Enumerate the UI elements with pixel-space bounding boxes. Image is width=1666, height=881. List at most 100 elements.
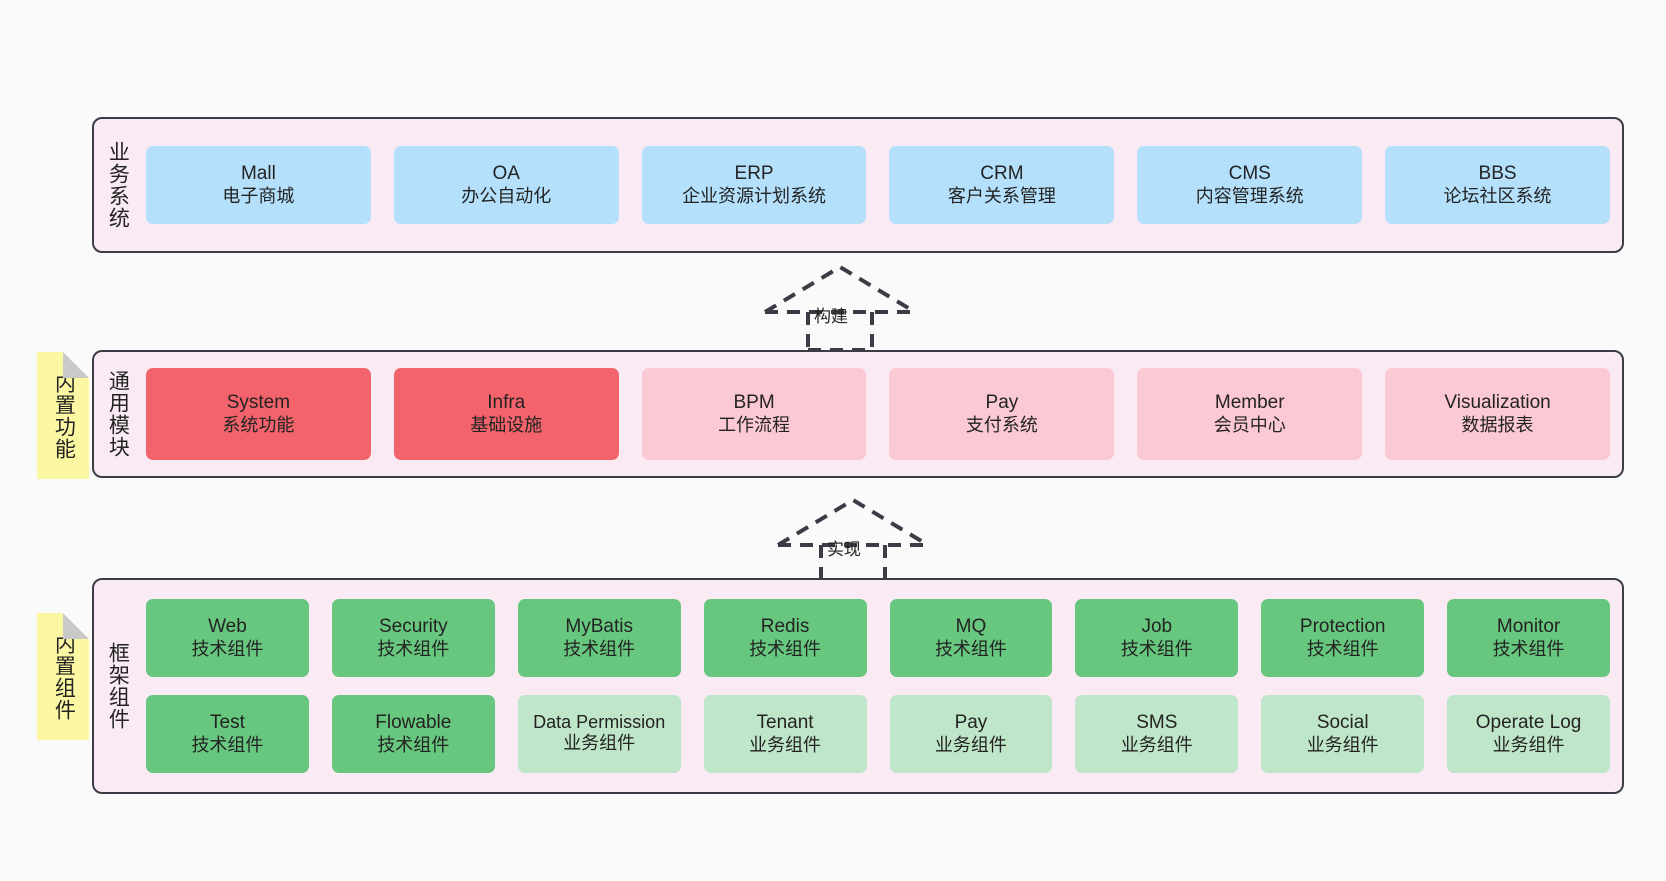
- node-mybatis-en: MyBatis: [565, 616, 633, 638]
- node-sms-cn: 业务组件: [1120, 734, 1193, 755]
- node-mall[interactable]: Mall 电子商城: [146, 146, 371, 224]
- node-erp[interactable]: ERP 企业资源计划系统: [641, 146, 867, 224]
- node-crm-en: CRM: [980, 163, 1024, 185]
- node-flowable-en: Flowable: [375, 712, 452, 734]
- node-monitor[interactable]: Monitor 技术组件: [1447, 599, 1610, 677]
- note-builtin-components: 内置组件: [37, 613, 89, 740]
- node-bpm[interactable]: BPM 工作流程: [641, 368, 867, 460]
- node-mq[interactable]: MQ 技术组件: [889, 599, 1053, 677]
- node-crm[interactable]: CRM 客户关系管理: [889, 146, 1115, 224]
- layer-module-title: 通用模块: [106, 370, 130, 458]
- node-infra-en: Infra: [487, 392, 526, 414]
- node-web-en: Web: [208, 616, 247, 638]
- node-sms-en: SMS: [1136, 712, 1178, 734]
- node-redis-en: Redis: [760, 616, 810, 638]
- node-oa-cn: 办公自动化: [461, 185, 552, 206]
- node-crm-cn: 客户关系管理: [947, 185, 1056, 206]
- node-infra[interactable]: Infra 基础设施: [393, 368, 619, 460]
- connector-implement: 实现: [773, 495, 933, 585]
- node-test-cn: 技术组件: [191, 734, 264, 755]
- node-social[interactable]: Social 业务组件: [1261, 695, 1425, 773]
- node-system-cn: 系统功能: [222, 414, 295, 435]
- node-bbs[interactable]: BBS 论坛社区系统: [1385, 146, 1610, 224]
- node-job[interactable]: Job 技术组件: [1075, 599, 1239, 677]
- node-tenant-en: Tenant: [756, 712, 814, 734]
- layer-framework-row-1: Web 技术组件 Security 技术组件 MyBatis 技术组件 Redi…: [146, 599, 1610, 677]
- connector-build: 构建: [760, 262, 920, 352]
- node-mall-en: Mall: [240, 163, 276, 185]
- node-pay-component-cn: 业务组件: [934, 734, 1007, 755]
- node-visualization-cn: 数据报表: [1461, 414, 1534, 435]
- node-pay-component[interactable]: Pay 业务组件: [889, 695, 1053, 773]
- node-operate-log-en: Operate Log: [1475, 712, 1582, 734]
- node-member-en: Member: [1214, 392, 1285, 414]
- layer-framework: 框架组件 Web 技术组件 Security 技术组件 MyBatis 技术组件…: [92, 578, 1624, 794]
- node-data-permission-en: Data Permission: [533, 712, 666, 733]
- node-social-en: Social: [1316, 712, 1369, 734]
- node-bbs-cn: 论坛社区系统: [1443, 185, 1552, 206]
- node-bpm-en: BPM: [733, 392, 775, 414]
- node-cms[interactable]: CMS 内容管理系统: [1137, 146, 1363, 224]
- node-protection-en: Protection: [1299, 616, 1386, 638]
- node-web[interactable]: Web 技术组件: [146, 599, 309, 677]
- layer-framework-row-2: Test 技术组件 Flowable 技术组件 Data Permission …: [146, 695, 1610, 773]
- node-job-cn: 技术组件: [1120, 638, 1193, 659]
- node-web-cn: 技术组件: [191, 638, 264, 659]
- layer-business-title: 业务系统: [106, 141, 130, 229]
- node-erp-en: ERP: [734, 163, 774, 185]
- node-flowable-cn: 技术组件: [377, 734, 450, 755]
- node-oa[interactable]: OA 办公自动化: [393, 146, 619, 224]
- node-system[interactable]: System 系统功能: [146, 368, 371, 460]
- note-builtin-components-label: 内置组件: [52, 632, 76, 721]
- node-mall-cn: 电子商城: [222, 185, 295, 206]
- node-redis-cn: 技术组件: [749, 638, 822, 659]
- node-monitor-en: Monitor: [1496, 616, 1561, 638]
- node-operate-log[interactable]: Operate Log 业务组件: [1447, 695, 1610, 773]
- node-flowable[interactable]: Flowable 技术组件: [331, 695, 495, 773]
- connector-implement-label: 实现: [827, 540, 861, 559]
- node-test[interactable]: Test 技术组件: [146, 695, 309, 773]
- node-social-cn: 业务组件: [1306, 734, 1379, 755]
- node-protection-cn: 技术组件: [1306, 638, 1379, 659]
- node-visualization-en: Visualization: [1444, 392, 1551, 414]
- node-security-cn: 技术组件: [377, 638, 450, 659]
- layer-business-body: Mall 电子商城 OA 办公自动化 ERP 企业资源计划系统 CRM 客户关系…: [140, 119, 1622, 251]
- connector-build-label: 构建: [814, 307, 848, 326]
- note-builtin-features-label: 内置功能: [52, 371, 76, 460]
- node-test-en: Test: [210, 712, 245, 734]
- node-oa-en: OA: [492, 163, 520, 185]
- node-sms[interactable]: SMS 业务组件: [1075, 695, 1239, 773]
- node-data-permission-cn: 业务组件: [563, 732, 636, 753]
- layer-framework-body: Web 技术组件 Security 技术组件 MyBatis 技术组件 Redi…: [140, 580, 1622, 792]
- node-mybatis-cn: 技术组件: [563, 638, 636, 659]
- node-system-en: System: [226, 392, 291, 414]
- node-member[interactable]: Member 会员中心: [1137, 368, 1363, 460]
- node-security-en: Security: [378, 616, 448, 638]
- node-security[interactable]: Security 技术组件: [331, 599, 495, 677]
- node-mybatis[interactable]: MyBatis 技术组件: [517, 599, 681, 677]
- node-tenant[interactable]: Tenant 业务组件: [703, 695, 867, 773]
- node-pay-module-cn: 支付系统: [965, 414, 1038, 435]
- node-member-cn: 会员中心: [1213, 414, 1286, 435]
- node-mq-cn: 技术组件: [934, 638, 1007, 659]
- node-data-permission[interactable]: Data Permission 业务组件: [517, 695, 681, 773]
- node-monitor-cn: 技术组件: [1492, 638, 1565, 659]
- layer-module-row: System 系统功能 Infra 基础设施 BPM 工作流程 Pay 支付系统…: [146, 368, 1610, 460]
- node-infra-cn: 基础设施: [470, 414, 543, 435]
- layer-module: 通用模块 System 系统功能 Infra 基础设施 BPM 工作流程 Pay…: [92, 350, 1624, 478]
- node-protection[interactable]: Protection 技术组件: [1261, 599, 1425, 677]
- node-cms-en: CMS: [1228, 163, 1271, 185]
- node-cms-cn: 内容管理系统: [1195, 185, 1304, 206]
- node-bpm-cn: 工作流程: [718, 414, 791, 435]
- node-redis[interactable]: Redis 技术组件: [703, 599, 867, 677]
- node-pay-component-en: Pay: [954, 712, 988, 734]
- node-pay-module-en: Pay: [985, 392, 1019, 414]
- note-builtin-features: 内置功能: [37, 352, 89, 479]
- node-visualization[interactable]: Visualization 数据报表: [1385, 368, 1610, 460]
- node-pay-module[interactable]: Pay 支付系统: [889, 368, 1115, 460]
- node-erp-cn: 企业资源计划系统: [682, 185, 827, 206]
- node-job-en: Job: [1141, 616, 1173, 638]
- layer-business-row: Mall 电子商城 OA 办公自动化 ERP 企业资源计划系统 CRM 客户关系…: [146, 146, 1610, 224]
- layer-module-body: System 系统功能 Infra 基础设施 BPM 工作流程 Pay 支付系统…: [140, 352, 1622, 476]
